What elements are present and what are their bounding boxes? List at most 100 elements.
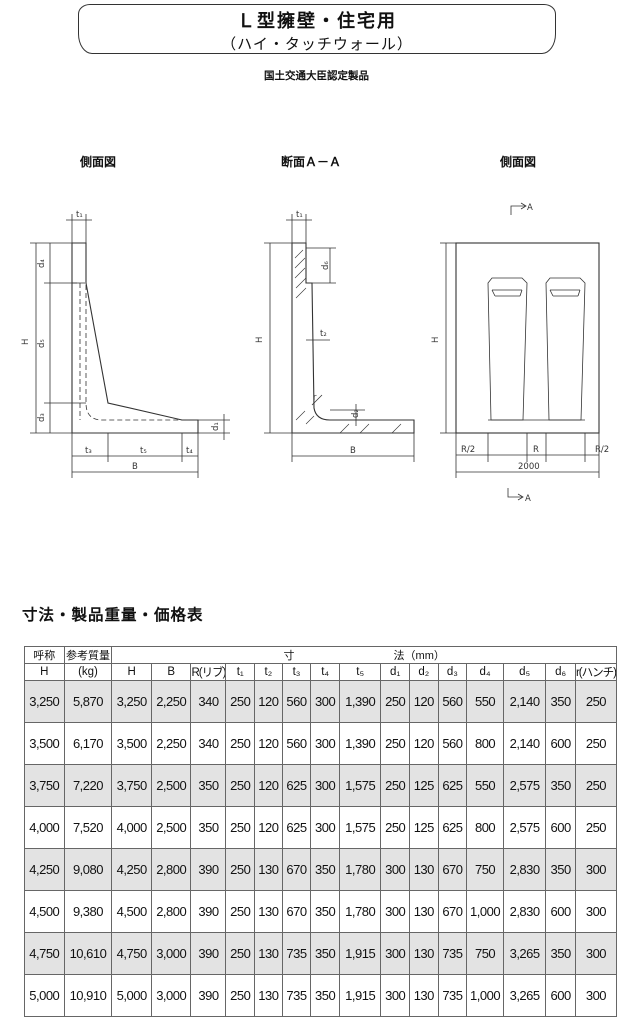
table-cell: 130 <box>254 932 283 975</box>
table-cell: 350 <box>310 932 340 975</box>
technical-drawings: t₁ H d₄ d₅ d₃ d₁ t₃ t₅ t₄ B t₁ H d₆ t₂ r… <box>21 202 609 504</box>
table-cell: 340 <box>190 722 227 765</box>
table-cell: 250 <box>225 932 256 975</box>
table-cell: 3,750 <box>111 764 152 807</box>
table-cell: 250 <box>574 680 618 723</box>
table-cell: 250 <box>225 848 256 891</box>
table-cell: 4,750 <box>111 932 152 975</box>
column-header-13: d₄ <box>466 663 504 681</box>
table-cell: 735 <box>437 932 468 975</box>
table-cell: 1,915 <box>338 974 382 1017</box>
table-cell: 3,750 <box>24 764 65 807</box>
table-cell: 600 <box>545 974 576 1017</box>
table-cell: 625 <box>281 806 312 849</box>
table-cell: 350 <box>545 680 576 723</box>
table-cell: 800 <box>466 722 504 765</box>
table-cell: 350 <box>545 764 576 807</box>
table-cell: 300 <box>380 890 410 933</box>
table-cell: 550 <box>466 764 504 807</box>
table-cell: 550 <box>466 680 504 723</box>
column-header-5: t₁ <box>225 663 256 681</box>
table-cell: 4,250 <box>24 848 65 891</box>
table-cell: 5,870 <box>63 680 113 723</box>
table-cell: 130 <box>254 974 283 1017</box>
table-cell: 350 <box>190 764 227 807</box>
table-cell: 4,500 <box>24 890 65 933</box>
dim-label-d3: d₃ <box>37 413 47 422</box>
dim-label-r: r <box>313 393 317 403</box>
table-cell: 560 <box>437 680 468 723</box>
table-cell: 300 <box>380 974 410 1017</box>
view-label-section: 断面Ａ－Ａ <box>281 155 342 169</box>
header-weight: 参考質量 <box>63 646 113 664</box>
table-cell: 3,500 <box>24 722 65 765</box>
table-cell: 300 <box>310 764 340 807</box>
table-cell: 4,000 <box>111 806 152 849</box>
table-cell: 1,780 <box>338 848 382 891</box>
dim-label-t1: t₁ <box>76 210 83 220</box>
table-cell: 6,170 <box>63 722 113 765</box>
table-cell: 300 <box>574 974 618 1017</box>
dim-label-B-section: B <box>350 446 356 456</box>
table-cell: 2,500 <box>150 806 192 849</box>
table-cell: 2,250 <box>150 722 192 765</box>
column-header-4: R(リブ) <box>190 663 227 681</box>
dim-label-t4: t₄ <box>186 446 193 456</box>
table-cell: 2,250 <box>150 680 192 723</box>
column-header-10: d₁ <box>380 663 410 681</box>
dim-label-d1: d₁ <box>211 422 221 431</box>
dim-label-R-half-right: R/2 <box>595 445 609 455</box>
dim-label-d6: d₆ <box>321 261 331 270</box>
table-cell: 300 <box>574 932 618 975</box>
table-cell: 250 <box>225 974 256 1017</box>
table-cell: 390 <box>190 932 227 975</box>
table-cell: 300 <box>310 722 340 765</box>
table-cell: 1,780 <box>338 890 382 933</box>
table-cell: 10,610 <box>63 932 113 975</box>
table-cell: 250 <box>380 722 410 765</box>
table-cell: 2,140 <box>502 680 547 723</box>
table-cell: 735 <box>437 974 468 1017</box>
view-label-side-right: 側面図 <box>500 155 537 169</box>
table-cell: 130 <box>254 848 283 891</box>
table-cell: 250 <box>225 680 256 723</box>
table-cell: 560 <box>281 680 312 723</box>
table-cell: 2,830 <box>502 890 547 933</box>
table-cell: 600 <box>545 722 576 765</box>
column-header-16: r(ハンチ) <box>574 663 618 681</box>
dim-label-H-left: H <box>21 339 31 345</box>
header-dimensions: 寸 法（mm） <box>111 646 617 664</box>
table-cell: 560 <box>437 722 468 765</box>
dim-label-d4: d₄ <box>37 259 47 268</box>
page-subtitle: （ハイ・タッチウォール） <box>221 35 413 53</box>
dim-label-t2: t₂ <box>320 329 327 339</box>
dim-label-t1-section: t₁ <box>296 210 303 220</box>
table-cell: 3,265 <box>502 932 547 975</box>
column-header-14: d₅ <box>502 663 547 681</box>
dim-label-d2: d₂ <box>351 409 361 418</box>
column-header-9: t₅ <box>338 663 382 681</box>
table-cell: 750 <box>466 848 504 891</box>
column-header-3: B <box>150 663 192 681</box>
table-cell: 3,000 <box>150 974 192 1017</box>
table-cell: 4,750 <box>24 932 65 975</box>
dim-label-B-left: B <box>132 462 138 472</box>
table-cell: 250 <box>574 722 618 765</box>
table-cell: 3,000 <box>150 932 192 975</box>
dim-label-2000: 2000 <box>518 462 540 472</box>
table-cell: 120 <box>254 722 283 765</box>
table-cell: 1,915 <box>338 932 382 975</box>
table-cell: 300 <box>574 890 618 933</box>
table-cell: 350 <box>310 848 340 891</box>
table-cell: 735 <box>281 974 312 1017</box>
table-cell: 250 <box>225 722 256 765</box>
table-cell: 130 <box>409 974 439 1017</box>
table-cell: 5,000 <box>111 974 152 1017</box>
table-cell: 9,380 <box>63 890 113 933</box>
title-box: Ｌ型擁壁・住宅用 （ハイ・タッチウォール） <box>78 4 556 54</box>
